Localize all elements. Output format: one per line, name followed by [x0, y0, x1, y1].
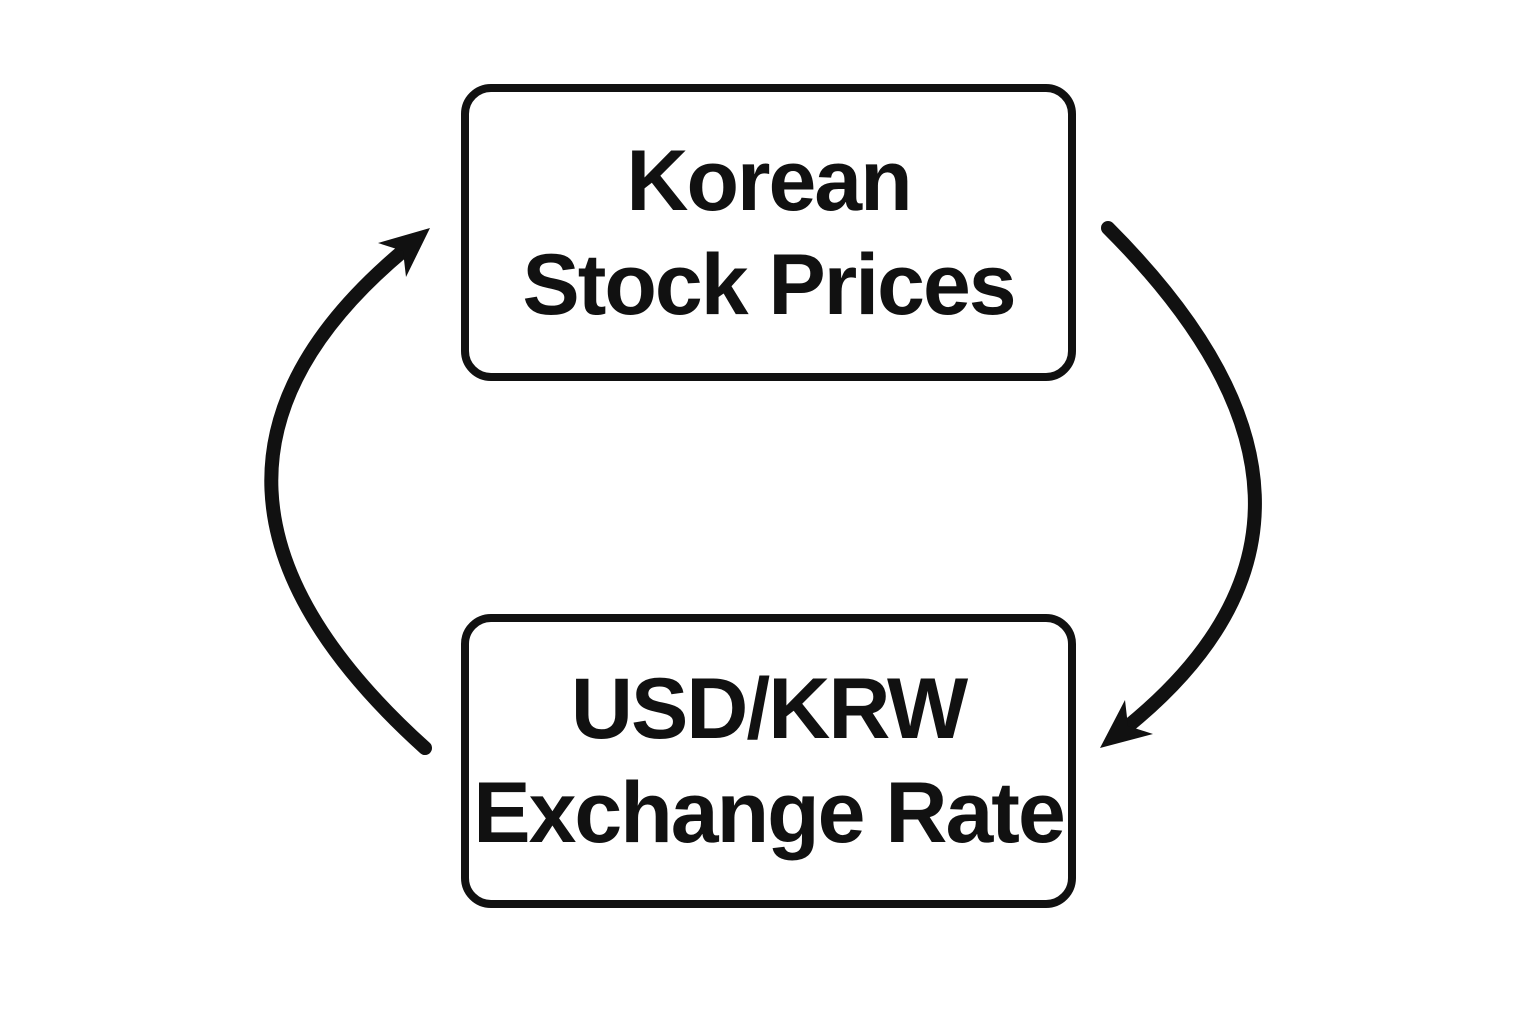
cycle-arrow-down-icon: [1100, 221, 1262, 748]
cycle-arrow-up-icon: [264, 228, 432, 755]
node-label-line: Exchange Rate: [473, 765, 1066, 861]
node-usd-krw-exchange-rate: USD/KRW Exchange Rate: [461, 614, 1076, 908]
node-label-line: Korean: [626, 132, 912, 229]
node-korean-stock-prices: Korean Stock Prices: [461, 84, 1076, 381]
node-label-line: USD/KRW: [570, 661, 968, 757]
node-label-line: Stock Prices: [522, 236, 1016, 333]
